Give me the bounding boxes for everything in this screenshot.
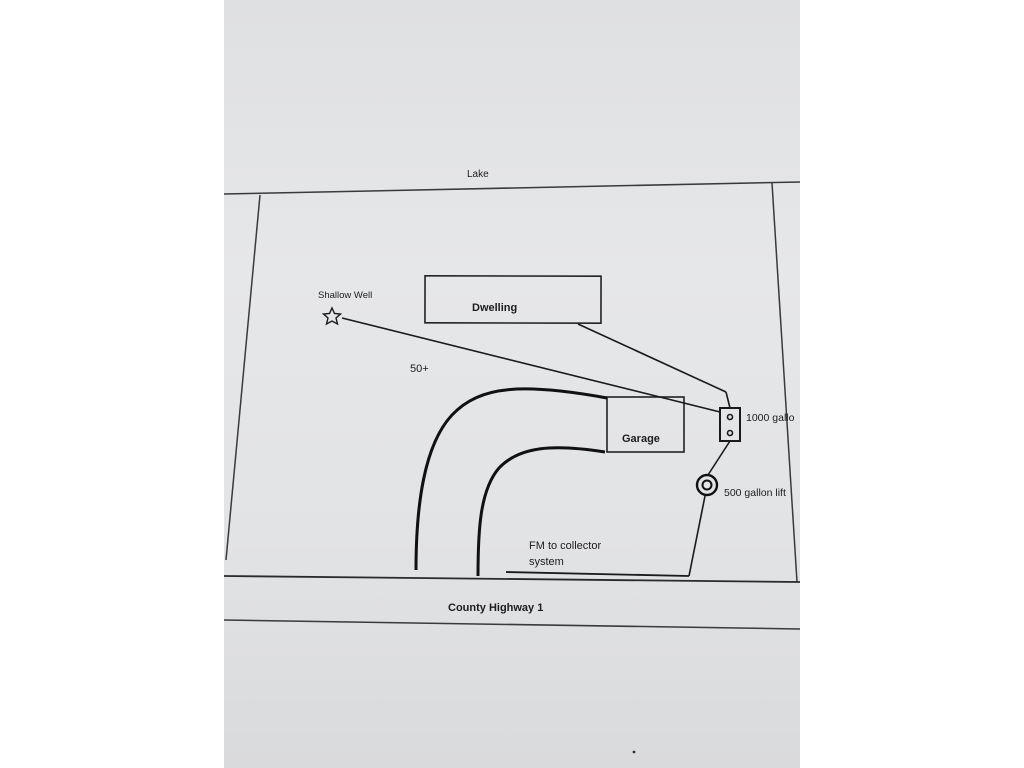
force-main-label-line2: system xyxy=(529,556,564,568)
force-main-horizontal-line xyxy=(505,571,690,577)
road-bottom-line xyxy=(224,619,800,630)
right-lot-line xyxy=(771,182,798,583)
driveway-outer-edge xyxy=(414,387,608,571)
garage-box xyxy=(606,396,685,453)
well-setback-line xyxy=(341,317,721,413)
shallow-well-star-icon xyxy=(321,306,343,326)
road-top-line xyxy=(224,575,800,583)
lake-shore-line xyxy=(224,181,800,195)
dwelling-label: Dwelling xyxy=(472,302,517,314)
sewer-drop-line xyxy=(725,391,731,409)
tank-500-label: 500 gallon lift xyxy=(724,487,786,499)
dwelling-sewer-line xyxy=(577,323,727,393)
force-main-vertical-line xyxy=(688,495,706,577)
site-plan-drawing: Lake Dwelling Shallow Well 50+ Garage 10… xyxy=(224,169,800,754)
tank-1000-outlet-dot xyxy=(726,429,734,437)
tank-1000-inlet-dot xyxy=(726,413,734,421)
lift-station-outer-icon xyxy=(695,473,719,497)
road-label: County Highway 1 xyxy=(448,602,543,614)
paper-speck xyxy=(632,750,636,754)
shallow-well-label: Shallow Well xyxy=(318,290,372,301)
tank-1000-label: 1000 gallo xyxy=(746,412,795,424)
tank-to-lift-line xyxy=(707,440,731,476)
garage-label: Garage xyxy=(622,433,660,445)
force-main-label-line1: FM to collector xyxy=(529,540,601,552)
driveway-inner-edge xyxy=(476,446,606,577)
paper-sheet: Lake Dwelling Shallow Well 50+ Garage 10… xyxy=(224,0,800,768)
dwelling-box xyxy=(424,275,602,324)
left-lot-line xyxy=(225,194,261,561)
distance-label: 50+ xyxy=(410,363,429,375)
lift-station-inner-icon xyxy=(701,479,713,491)
lake-label: Lake xyxy=(467,169,489,180)
